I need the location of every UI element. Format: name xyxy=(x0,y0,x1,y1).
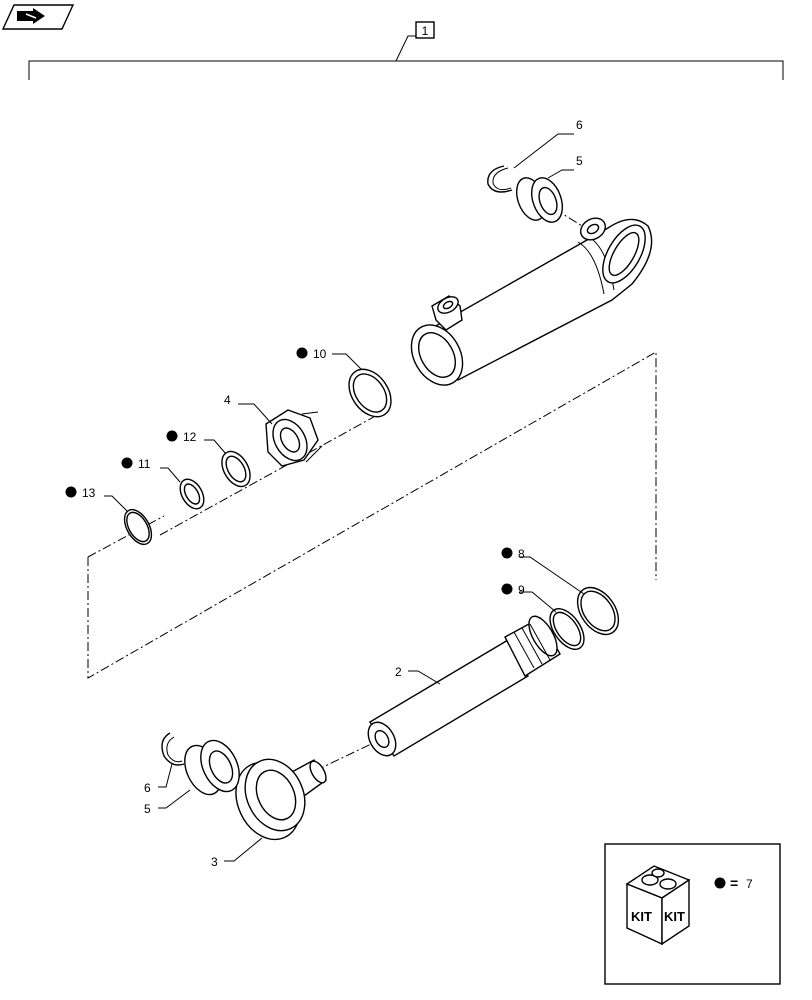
black-dot-icon xyxy=(65,486,77,498)
back-button[interactable] xyxy=(1,4,75,30)
black-dot-icon xyxy=(714,877,726,889)
piston-rod xyxy=(367,615,561,757)
ring-9 xyxy=(549,608,585,650)
ring-12 xyxy=(221,450,251,488)
gland-nut xyxy=(265,409,323,467)
kit-text-left: KIT xyxy=(631,909,652,924)
assembly-path-line xyxy=(87,351,657,679)
callout-10: 10 xyxy=(313,347,327,361)
legend-equals: = xyxy=(730,875,738,891)
bushing-bottom xyxy=(184,739,240,796)
legend-kit-number: 7 xyxy=(746,877,753,891)
black-dot-icon xyxy=(166,430,178,442)
callout-3: 3 xyxy=(211,855,218,869)
o-ring-10 xyxy=(348,368,392,418)
callout-2: 2 xyxy=(395,665,402,679)
kit-box-icon: KIT KIT xyxy=(625,865,691,946)
cylinder-barrel xyxy=(410,217,653,386)
callout-5-top: 5 xyxy=(576,154,583,168)
kit-text-right: KIT xyxy=(664,909,685,924)
ring-13 xyxy=(123,508,153,546)
rod-eye xyxy=(235,758,327,841)
ring-11 xyxy=(179,478,205,510)
callout-8: 8 xyxy=(518,547,525,561)
black-dot-icon xyxy=(501,583,513,595)
callout-11: 11 xyxy=(138,457,151,471)
bushing-top xyxy=(515,177,564,223)
black-dot-icon xyxy=(121,457,133,469)
assembly-bracket: 1 xyxy=(28,21,784,80)
callout-9: 9 xyxy=(518,583,525,597)
centerline xyxy=(159,407,391,536)
back-arrow-icon xyxy=(17,8,45,24)
assembly-path-line xyxy=(87,515,165,558)
snap-ring-bottom xyxy=(161,732,185,766)
black-dot-icon xyxy=(501,547,513,559)
callout-6-top: 6 xyxy=(576,118,583,132)
black-dot-icon xyxy=(296,347,308,359)
assembly-label: 1 xyxy=(422,24,429,38)
callout-13: 13 xyxy=(82,486,96,500)
ring-8 xyxy=(576,586,620,636)
callout-12: 12 xyxy=(183,430,197,444)
callout-5-bottom: 5 xyxy=(144,802,151,816)
callout-4: 4 xyxy=(224,393,231,407)
snap-ring-top xyxy=(487,165,513,193)
callout-6-bottom: 6 xyxy=(144,781,151,795)
kit-legend: KIT KIT = 7 xyxy=(604,843,781,985)
leader-lines xyxy=(104,133,585,862)
